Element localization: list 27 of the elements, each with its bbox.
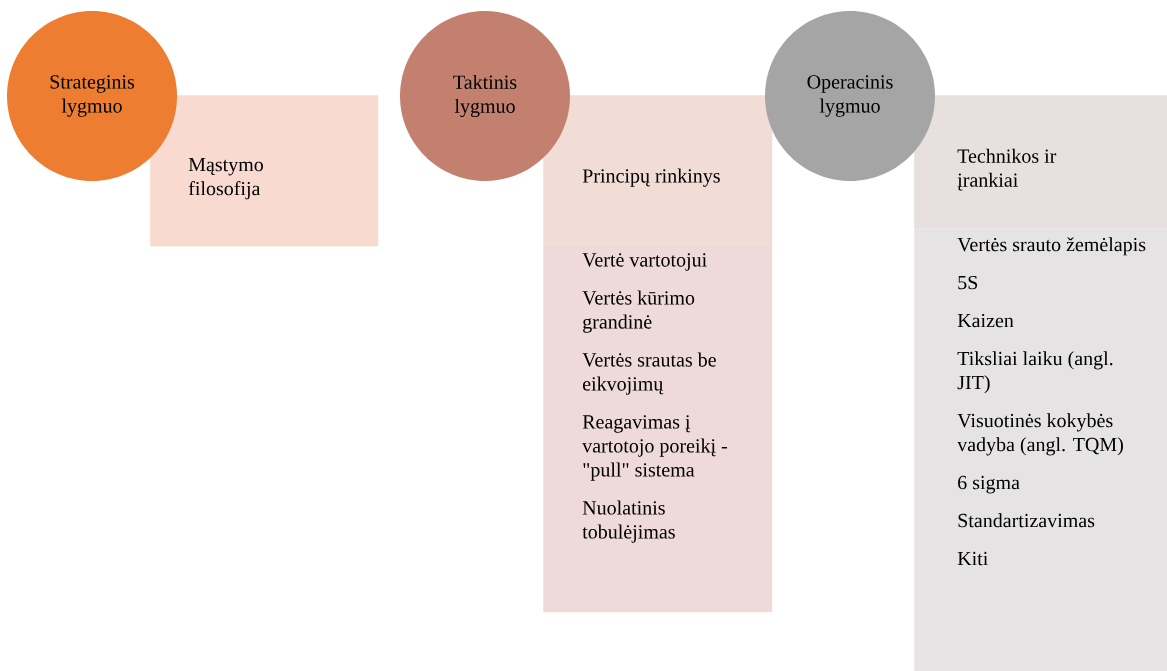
list-item: Standartizavimas	[958, 513, 1095, 528]
level-label: Strateginis lygmuo	[50, 75, 135, 117]
level-circle	[400, 11, 570, 181]
heading-box	[150, 95, 379, 247]
heading-text: Principų rinkinys	[582, 168, 720, 187]
list-item: 5S	[958, 275, 978, 290]
level-label: Taktinis lygmuo	[453, 74, 517, 118]
list-panel	[543, 244, 773, 613]
list-item: 6 sigma	[958, 475, 1020, 494]
list-item: Reagavimas į vartotojo poreikį - "pull" sistema	[582, 415, 728, 481]
list-item: Tiksliai laiku (angl. JIT)	[957, 351, 1113, 394]
list-item: Visuotinės kokybės vadyba (angl. TQM)	[957, 413, 1123, 456]
list-item: Vertės kūrimo grandinė	[582, 290, 695, 333]
heading-box	[914, 95, 1167, 229]
list-panel	[914, 228, 1167, 671]
heading-box	[543, 95, 773, 245]
heading-text: Technikos ir įrankiai	[957, 148, 1057, 191]
list-item: Vertės srautas be eikvojimų	[582, 352, 716, 395]
list-item: Kiti	[957, 551, 988, 566]
level-circle	[7, 11, 177, 181]
list-item: Nuolatinis tobulėjimas	[582, 500, 675, 543]
level-label: Operacinis lygmuo	[807, 75, 893, 117]
list-item: Vertės srauto žemėlapis	[957, 237, 1146, 256]
level-circle	[765, 11, 935, 181]
list-item: Kaizen	[957, 313, 1014, 328]
list-item: Vertė vartotojui	[582, 253, 707, 271]
heading-text: Mąstymo filosofija	[188, 158, 263, 200]
